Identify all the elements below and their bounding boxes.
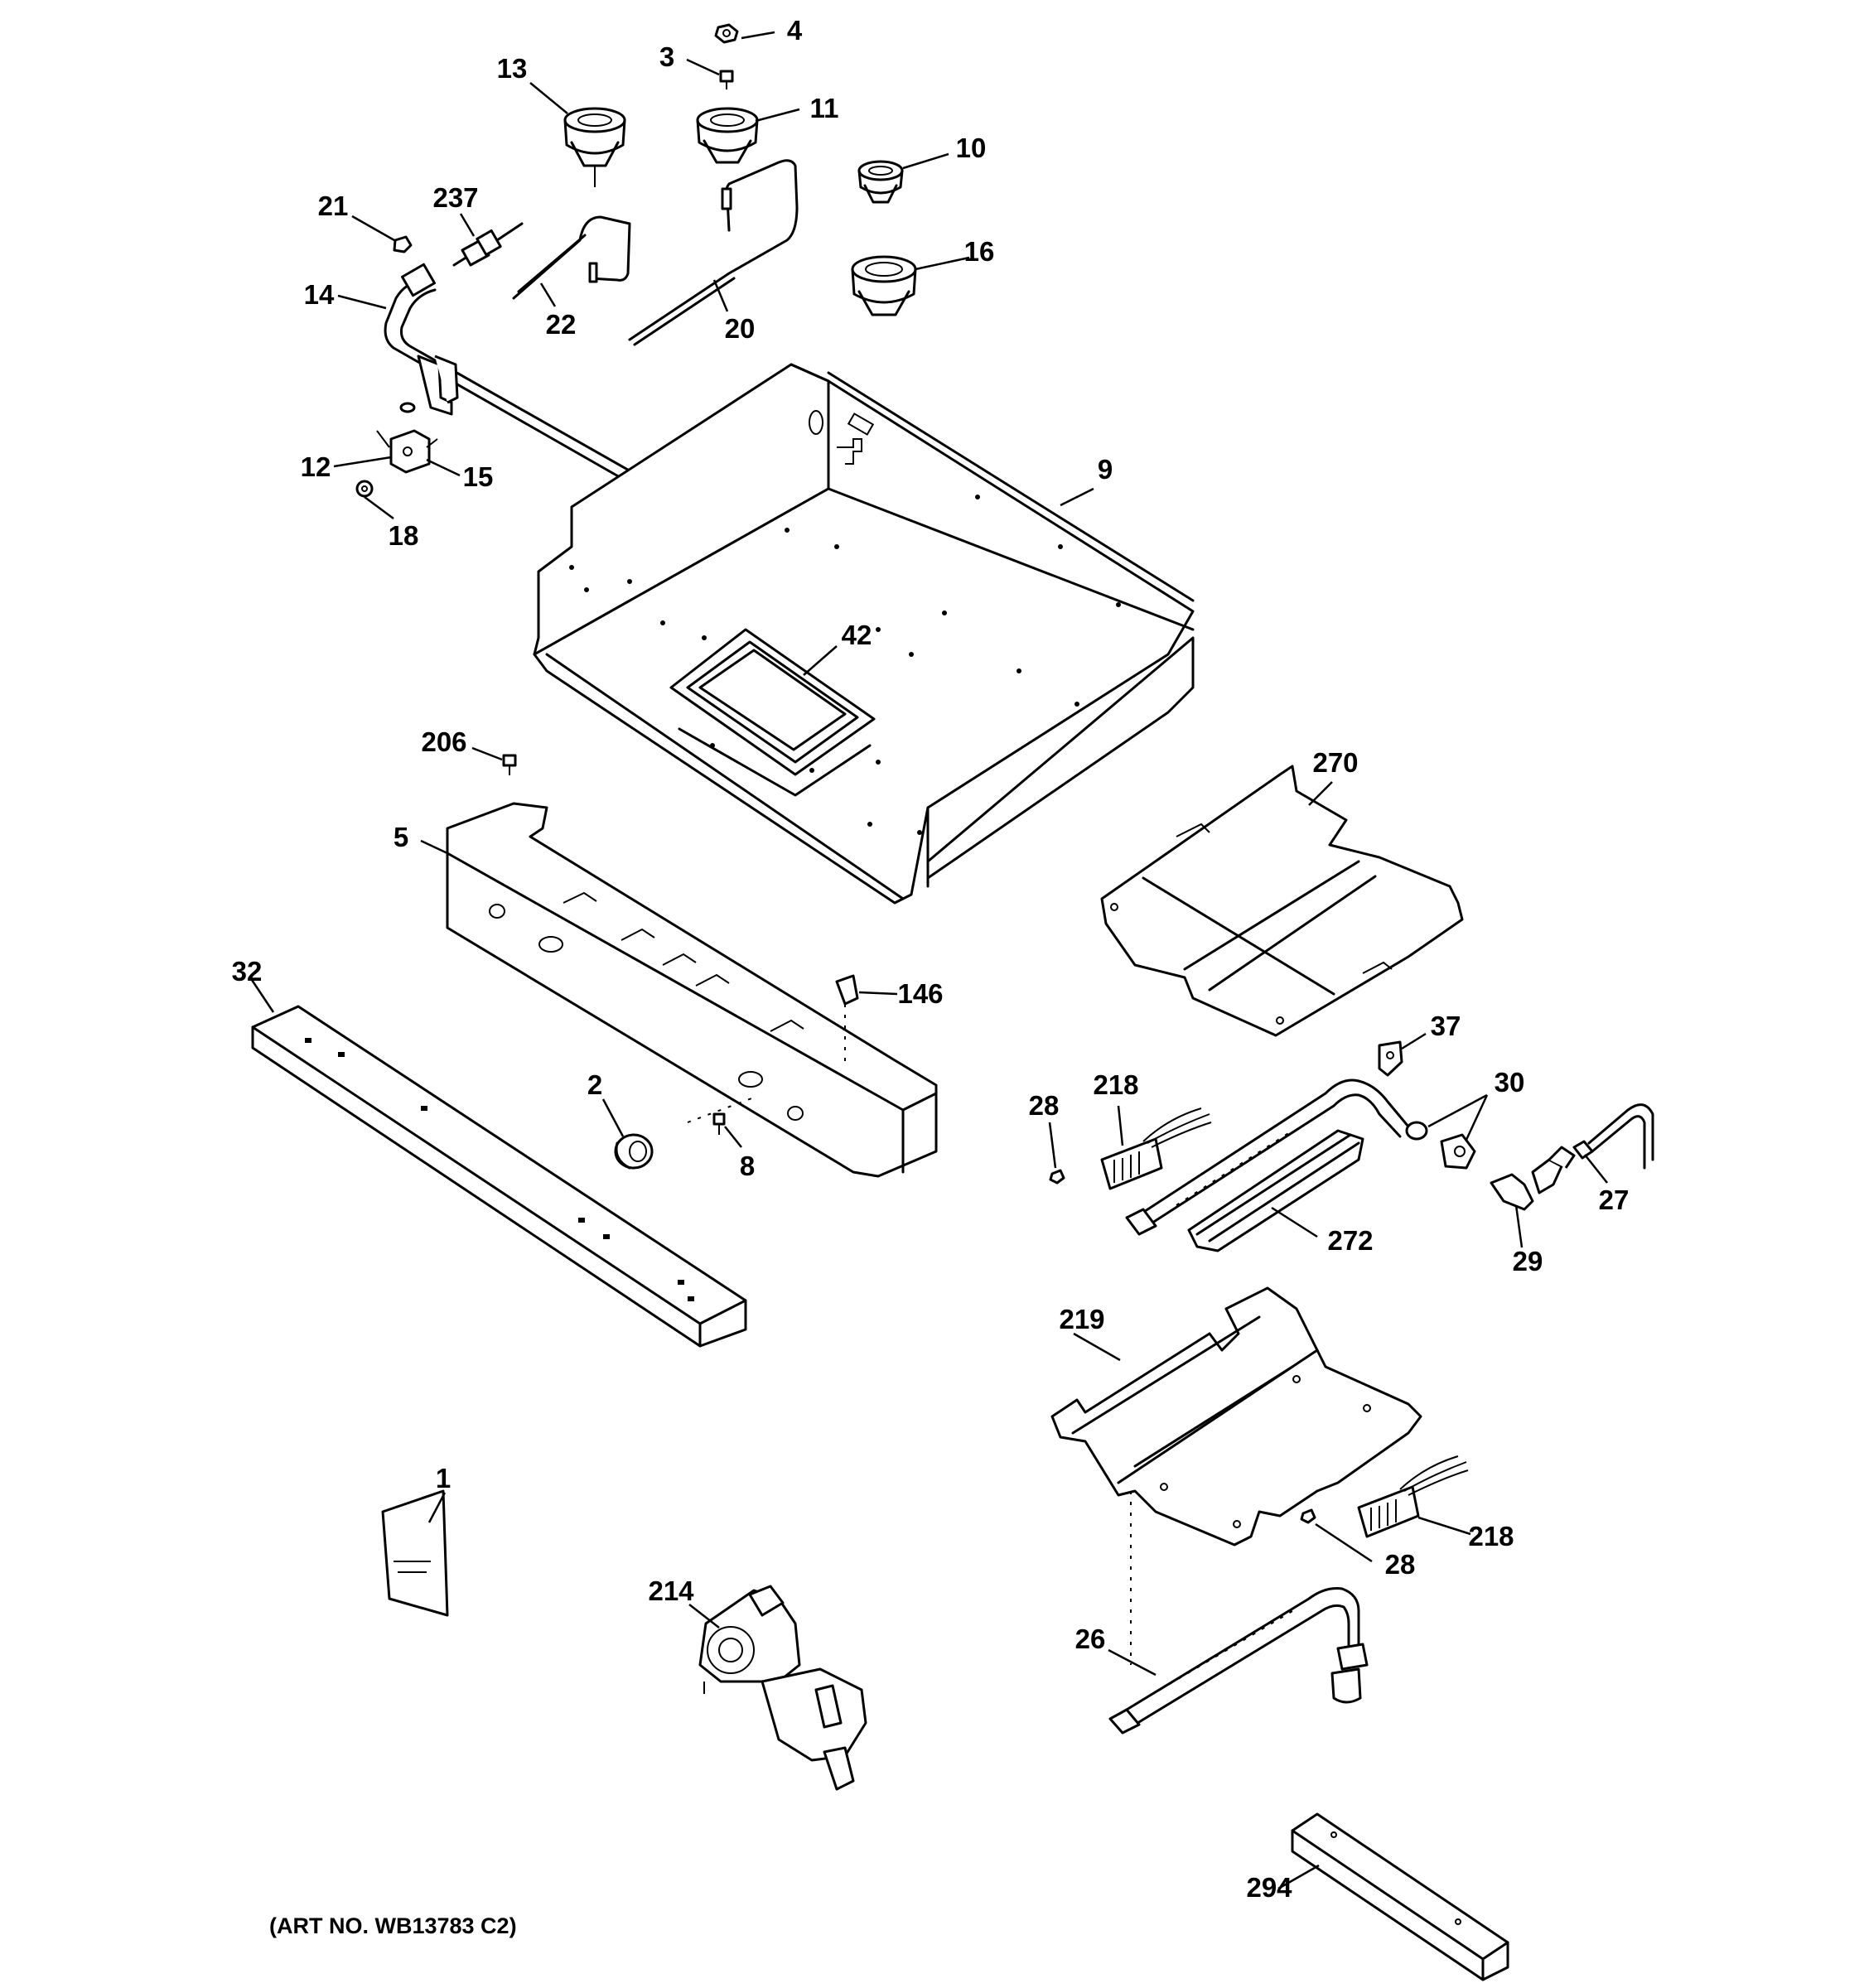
trim-strip-32 (251, 1005, 747, 1348)
bracket-37 (1378, 1040, 1403, 1077)
clip-28-upper (1049, 1169, 1065, 1185)
access-cover-42 (669, 628, 876, 797)
callout-218-upper: 218 (1093, 1069, 1138, 1100)
screw-21 (393, 235, 413, 253)
burner-head-13 (563, 107, 626, 187)
callout-1: 1 (436, 1463, 451, 1493)
literature-1 (381, 1489, 449, 1617)
nut-18 (355, 480, 374, 498)
art-number-caption: (ART NO. WB13783 C2) (269, 1913, 517, 1938)
igniter-218-lower (1357, 1455, 1469, 1538)
callout-237: 237 (432, 182, 478, 213)
callout-26: 26 (1075, 1624, 1106, 1654)
clip-146 (835, 974, 859, 1069)
clip-28-lower (1300, 1508, 1316, 1524)
callout-29: 29 (1513, 1246, 1543, 1276)
burner-head-10 (857, 160, 904, 204)
callout-12: 12 (301, 451, 331, 482)
callout-4: 4 (787, 15, 803, 46)
leader-lines (249, 31, 1608, 1890)
screw-8 (687, 1097, 755, 1135)
callout-146: 146 (897, 978, 943, 1009)
callout-270: 270 (1312, 747, 1358, 778)
callout-218-lower: 218 (1468, 1521, 1514, 1551)
elbow-29 (1490, 1146, 1576, 1211)
burner-head-16 (851, 255, 917, 316)
burner-head-11 (696, 107, 759, 164)
valve-assembly-214 (698, 1585, 867, 1791)
callout-3: 3 (659, 41, 674, 72)
callout-22: 22 (546, 309, 577, 340)
burner-box-9 (533, 363, 1195, 905)
tube-20 (628, 159, 799, 346)
knob-2 (614, 1133, 654, 1170)
callout-272: 272 (1327, 1225, 1373, 1256)
nut-4 (714, 23, 739, 44)
screw-206 (502, 754, 517, 775)
callout-16: 16 (964, 236, 995, 267)
callout-9: 9 (1098, 454, 1113, 485)
angle-bracket-294 (1291, 1812, 1509, 1981)
callout-15: 15 (463, 461, 494, 492)
callout-20: 20 (725, 313, 756, 344)
callout-27: 27 (1599, 1185, 1630, 1215)
callout-294: 294 (1246, 1872, 1292, 1903)
callout-32: 32 (232, 956, 263, 987)
valve-12 (376, 429, 438, 474)
callout-214: 214 (648, 1575, 694, 1606)
callout-11: 11 (810, 93, 839, 123)
callout-21: 21 (318, 191, 349, 221)
tube-22 (512, 215, 631, 300)
washer (399, 402, 416, 413)
callout-14: 14 (304, 279, 335, 310)
callout-8: 8 (740, 1151, 755, 1181)
callout-42: 42 (842, 620, 872, 650)
callout-13: 13 (497, 53, 528, 84)
bake-burner-272 (1125, 1078, 1410, 1252)
screw-3 (719, 70, 734, 89)
callout-28-upper: 28 (1029, 1090, 1060, 1121)
callout-30: 30 (1495, 1067, 1525, 1098)
callout-219: 219 (1059, 1304, 1104, 1334)
manifold-panel-5 (446, 802, 938, 1178)
callout-28-lower: 28 (1385, 1549, 1416, 1580)
orifice-fitting-237 (452, 222, 524, 267)
fitting-30 (1405, 1121, 1476, 1170)
callout-10: 10 (956, 133, 987, 163)
igniter-218-upper (1100, 1107, 1212, 1190)
callout-18: 18 (389, 520, 419, 551)
tube-27 (1572, 1103, 1654, 1170)
callout-2: 2 (587, 1069, 602, 1100)
shield-219 (1050, 1286, 1422, 1665)
callout-labels: 4 3 13 11 10 21 237 14 22 20 16 12 15 18… (232, 15, 1630, 1903)
broil-burner-26 (1108, 1587, 1369, 1735)
callout-5: 5 (394, 822, 408, 852)
callout-37: 37 (1431, 1011, 1461, 1041)
callout-206: 206 (421, 726, 466, 757)
heat-shield-270 (1100, 765, 1464, 1037)
